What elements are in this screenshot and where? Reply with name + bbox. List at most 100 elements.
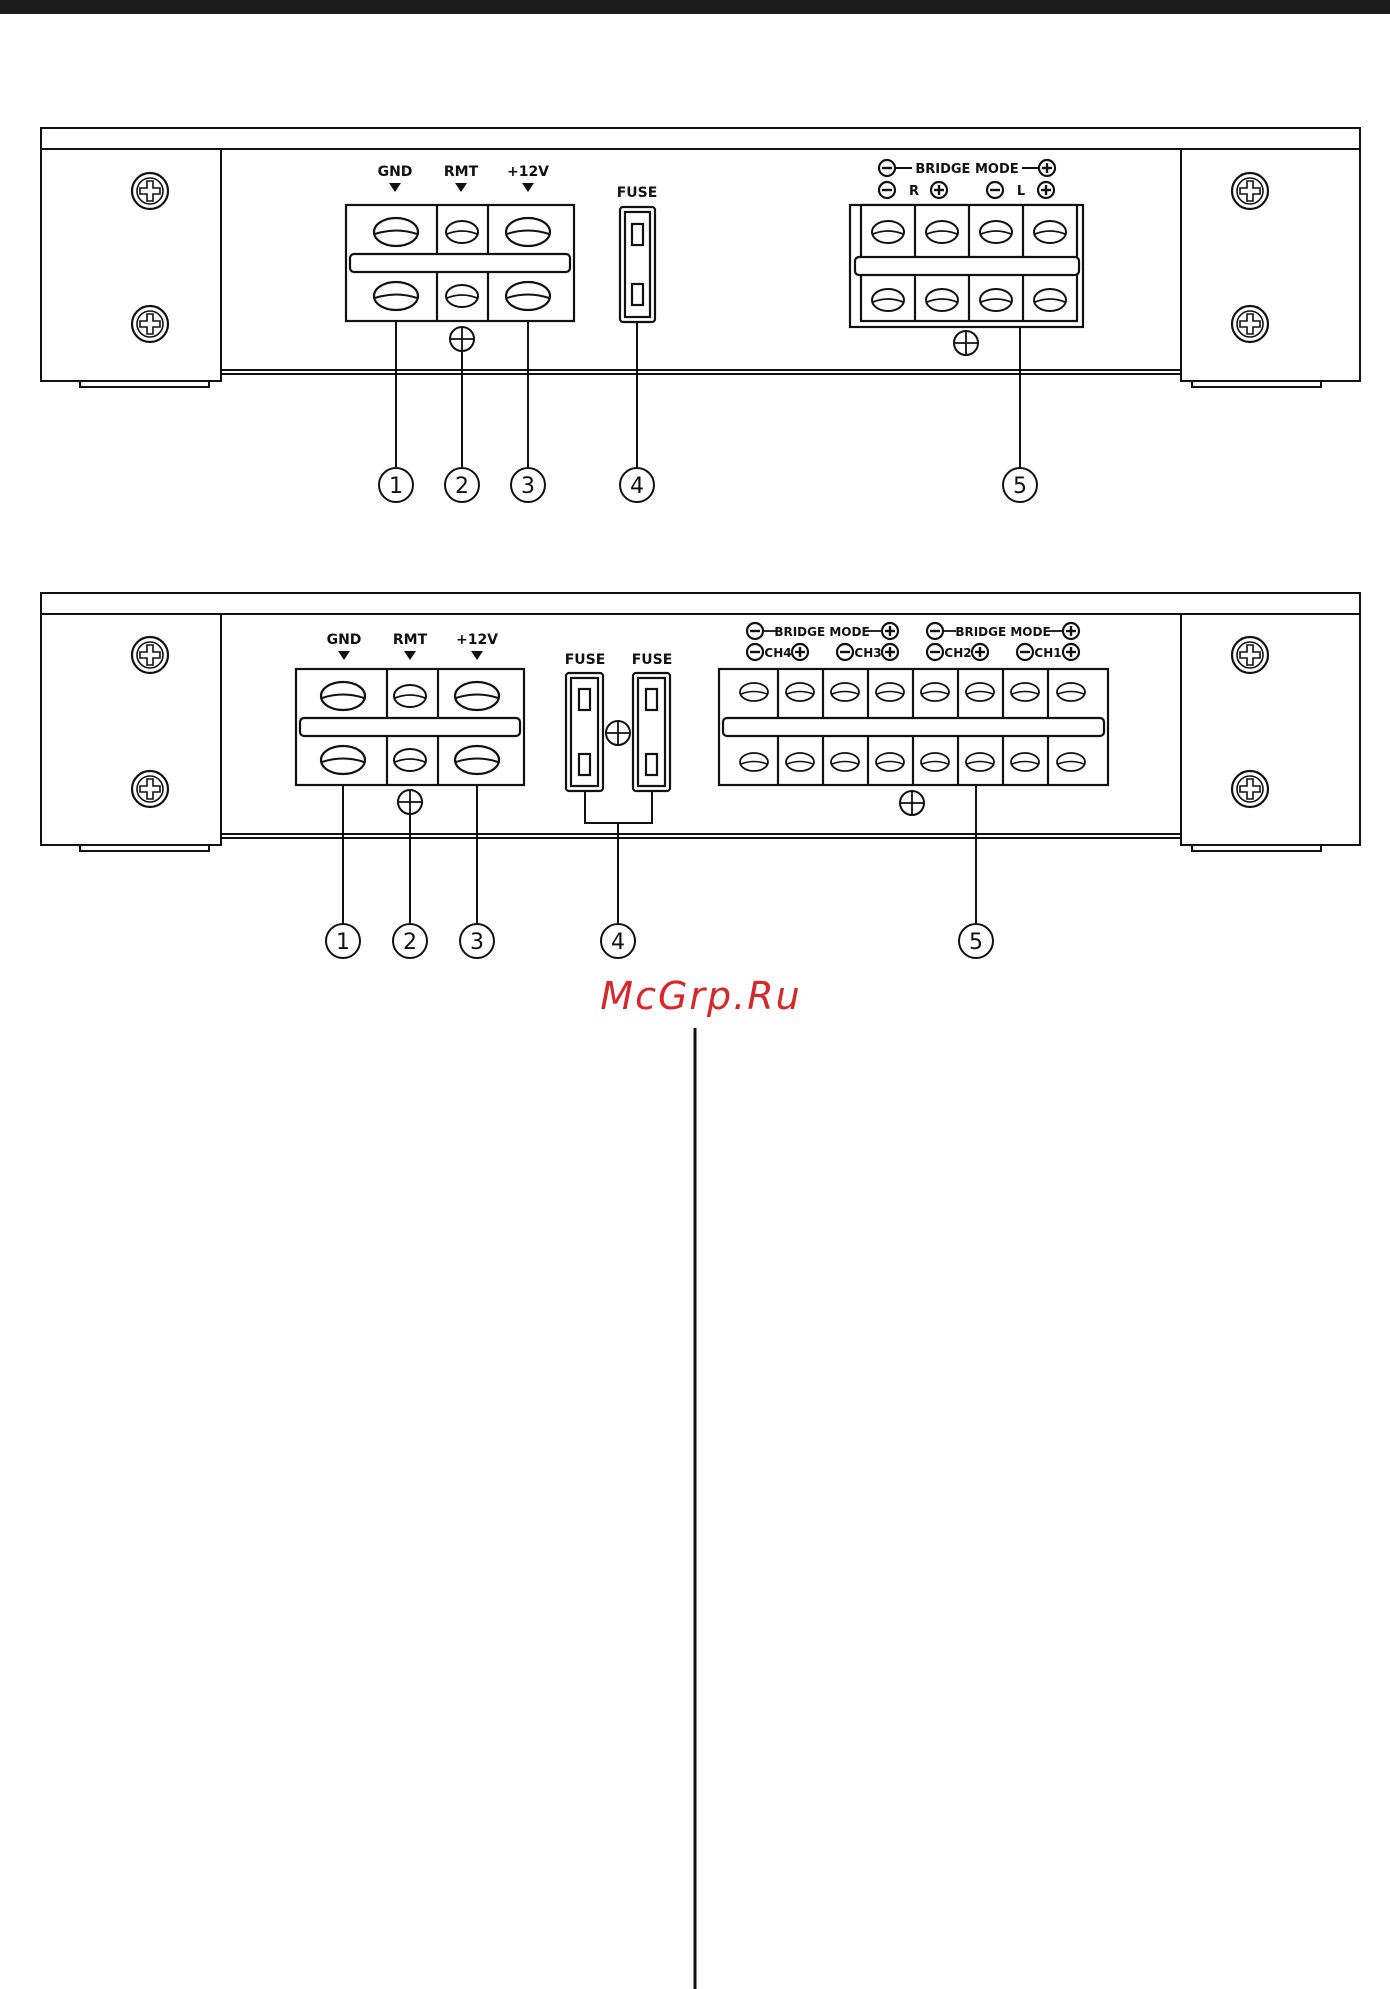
channel-l-label: L	[1017, 184, 1025, 199]
arrow-down-icon	[471, 651, 483, 660]
callout-circles	[379, 468, 1037, 502]
minus-icon	[837, 644, 853, 660]
fuse-holder	[633, 673, 670, 791]
callout-4: 4	[630, 474, 644, 499]
terminal-screw-icon	[374, 282, 418, 310]
terminal-screw-icon	[446, 221, 478, 243]
channel-ch3-label: CH3	[854, 646, 881, 660]
chassis-screw-icon	[132, 173, 168, 209]
block-screw-icon	[606, 721, 630, 745]
fuse-label: FUSE	[617, 185, 658, 201]
callout-1: 1	[389, 474, 403, 499]
speaker-terminal-block	[719, 669, 1108, 785]
gnd-label: GND	[327, 632, 362, 648]
terminal-screw-icon	[1057, 683, 1085, 701]
block-screw-icon	[954, 331, 978, 355]
terminal-screw-icon	[786, 683, 814, 701]
callout-leaders	[343, 785, 976, 923]
plus-icon	[1038, 182, 1054, 198]
terminal-screw-icon	[446, 285, 478, 307]
plus-12v-label: +12V	[456, 632, 498, 648]
gnd-label: GND	[378, 164, 413, 180]
terminal-screw-icon	[1057, 753, 1085, 771]
terminal-screw-icon	[455, 746, 499, 774]
channel-ch1-label: CH1	[1034, 646, 1061, 660]
fuse-holder	[620, 207, 655, 322]
arrow-down-icon	[404, 651, 416, 660]
chassis-screw-icon	[1232, 306, 1268, 342]
callout-circles	[326, 924, 993, 958]
bridge-mode-label: BRIDGE MODE	[774, 625, 869, 639]
panel-2ch	[41, 128, 1360, 387]
callout-5: 5	[1013, 474, 1027, 499]
chassis-screw-icon	[132, 637, 168, 673]
terminal-screw-icon	[455, 682, 499, 710]
terminal-screw-icon	[876, 753, 904, 771]
terminal-screw-icon	[321, 682, 365, 710]
terminal-screw-icon	[394, 749, 426, 771]
arrow-down-icon	[389, 183, 401, 192]
minus-icon	[927, 644, 943, 660]
callout-5: 5	[969, 930, 983, 955]
minus-icon	[987, 182, 1003, 198]
minus-icon	[747, 644, 763, 660]
bridge-mode-label: BRIDGE MODE	[955, 625, 1050, 639]
block-screw-icon	[900, 791, 924, 815]
terminal-screw-icon	[1034, 221, 1066, 243]
terminal-screw-icon	[872, 221, 904, 243]
terminal-screw-icon	[740, 683, 768, 701]
callout-2: 2	[403, 930, 417, 955]
terminal-screw-icon	[786, 753, 814, 771]
plus-icon	[931, 182, 947, 198]
terminal-screw-icon	[926, 289, 958, 311]
block-screw-icon	[398, 790, 422, 814]
callout-3: 3	[470, 930, 484, 955]
fuse-label: FUSE	[632, 652, 673, 668]
arrow-down-icon	[522, 183, 534, 192]
terminal-screw-icon	[872, 289, 904, 311]
callout-4: 4	[611, 930, 625, 955]
fuse-holder	[566, 673, 603, 791]
minus-icon	[747, 623, 763, 639]
block-screw-icon	[450, 327, 474, 351]
plus-icon	[882, 644, 898, 660]
terminal-screw-icon	[876, 683, 904, 701]
terminal-screw-icon	[321, 746, 365, 774]
terminal-screw-icon	[1034, 289, 1066, 311]
top-bar	[0, 0, 1390, 14]
terminal-screw-icon	[506, 282, 550, 310]
chassis-screw-icon	[1232, 771, 1268, 807]
callout-3: 3	[521, 474, 535, 499]
panel-4ch	[41, 593, 1360, 851]
callout-1: 1	[336, 930, 350, 955]
terminal-screw-icon	[980, 221, 1012, 243]
minus-icon	[879, 182, 895, 198]
fuse-label: FUSE	[565, 652, 606, 668]
plus-icon	[792, 644, 808, 660]
arrow-down-icon	[338, 651, 350, 660]
rmt-label: RMT	[444, 164, 479, 180]
terminal-screw-icon	[921, 753, 949, 771]
terminal-screw-icon	[926, 221, 958, 243]
minus-icon	[1017, 644, 1033, 660]
plus-icon	[1063, 623, 1079, 639]
terminal-screw-icon	[921, 683, 949, 701]
terminal-screw-icon	[394, 685, 426, 707]
plus-icon	[1063, 644, 1079, 660]
minus-icon	[879, 160, 895, 176]
chassis-screw-icon	[1232, 173, 1268, 209]
minus-icon	[927, 623, 943, 639]
arrow-down-icon	[455, 183, 467, 192]
chassis-screw-icon	[1232, 637, 1268, 673]
chassis-screw-icon	[132, 306, 168, 342]
rmt-label: RMT	[393, 632, 428, 648]
plus-12v-label: +12V	[507, 164, 549, 180]
plus-icon	[882, 623, 898, 639]
watermark-text: McGrp.Ru	[600, 974, 801, 1018]
terminal-screw-icon	[740, 753, 768, 771]
terminal-screw-icon	[831, 753, 859, 771]
terminal-screw-icon	[980, 289, 1012, 311]
callout-2: 2	[455, 474, 469, 499]
terminal-screw-icon	[966, 753, 994, 771]
